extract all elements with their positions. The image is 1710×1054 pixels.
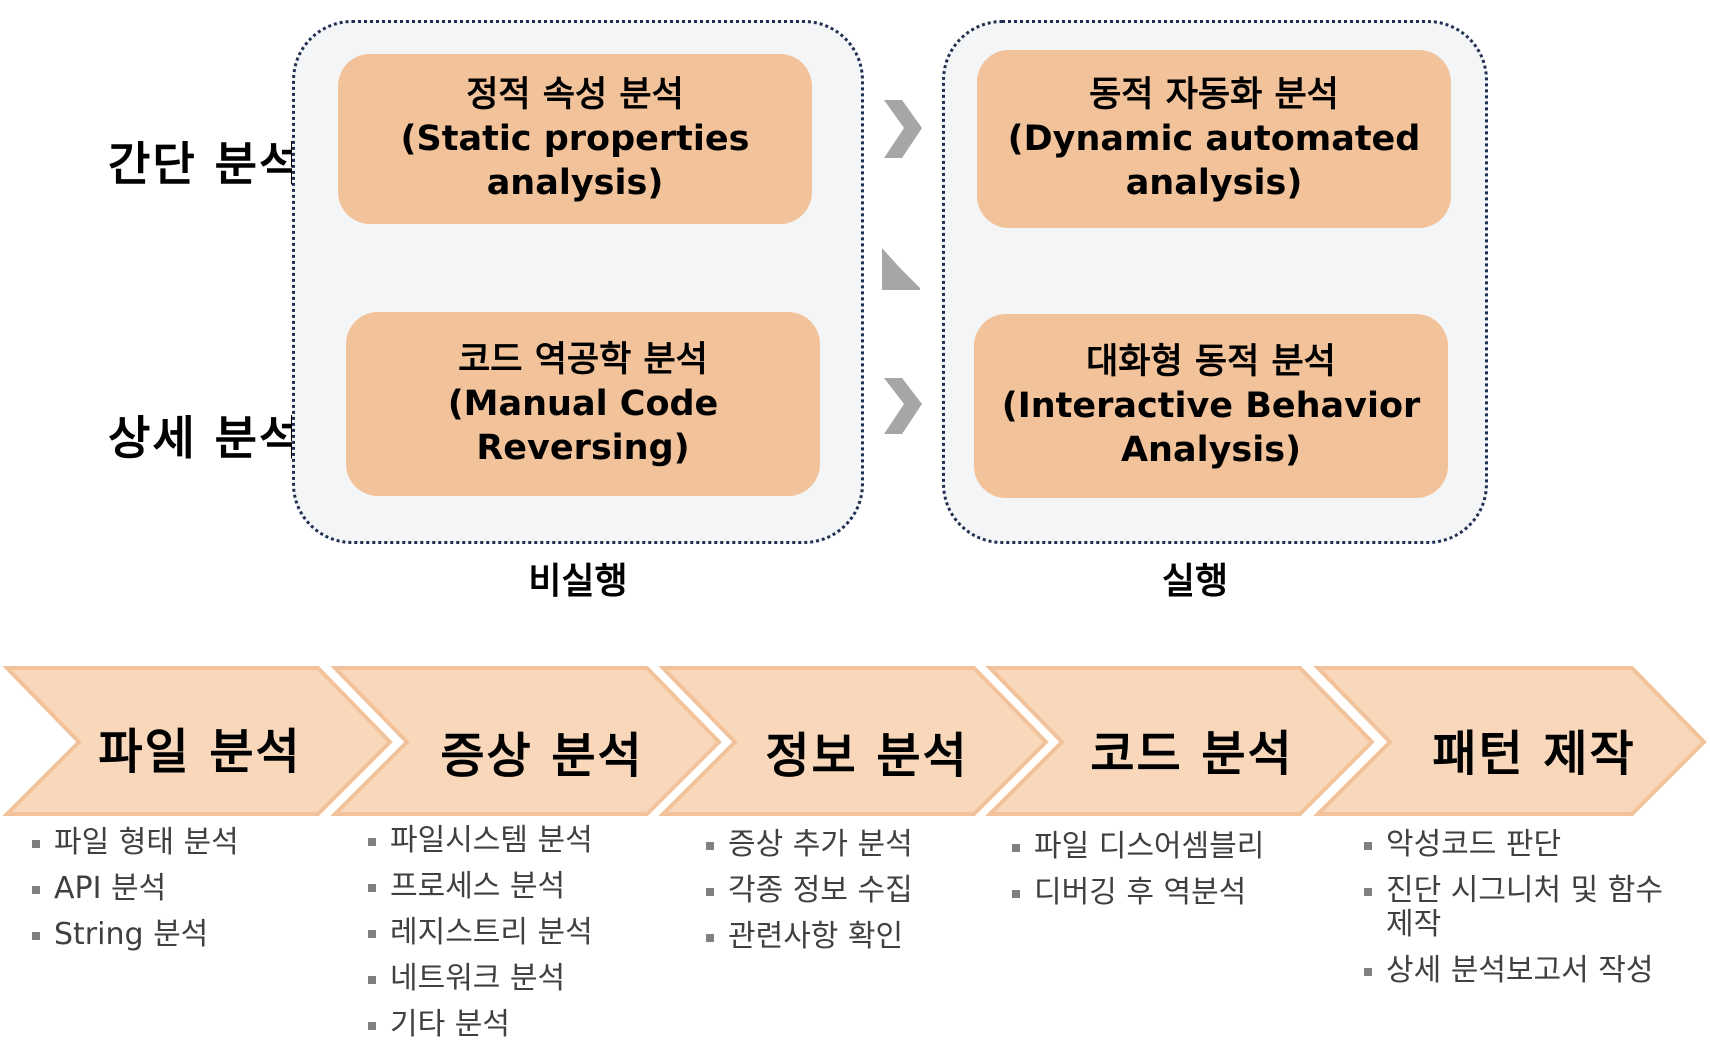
dynamic-automated-analysis-box: 동적 자동화 분석 (Dynamic automated analysis)	[977, 50, 1451, 228]
bullet-item: 프로세스 분석	[368, 870, 668, 904]
box-title: 정적 속성 분석	[466, 75, 684, 115]
box-subtitle: (Manual Code Reversing)	[447, 384, 719, 468]
box-title: 동적 자동화 분석	[1089, 75, 1339, 115]
bullet-item: 파일 형태 분석	[32, 826, 322, 860]
process-chevron-pattern-creation	[1313, 666, 1707, 816]
static-properties-analysis-box: 정적 속성 분석 (Static properties analysis)	[338, 54, 812, 224]
process-step-title: 파일 분석	[98, 724, 302, 780]
bullet-item: 관련사항 확인	[706, 920, 1006, 954]
bullet-item: 진단 시그니처 및 함수 제작	[1364, 874, 1694, 942]
bullet-item: 네트워크 분석	[368, 962, 668, 996]
code-analysis-bullets: 파일 디스어셈블리 디버깅 후 역분석	[1012, 830, 1342, 922]
box-subtitle: (Dynamic automated	[1007, 119, 1421, 159]
box-subtitle: (Static properties analysis)	[400, 119, 750, 203]
row-label-simple: 간단 분석	[108, 137, 304, 191]
bullet-item: 레지스트리 분석	[368, 916, 668, 950]
process-step-title: 코드 분석	[1090, 726, 1294, 782]
process-chevron-code-analysis	[985, 666, 1375, 816]
interactive-behavior-analysis-box: 대화형 동적 분석 (Interactive Behavior Analysis…	[974, 314, 1448, 498]
process-step-title: 증상 분석	[440, 728, 644, 784]
process-step-title: 정보 분석	[765, 728, 969, 784]
bullet-item: 디버깅 후 역분석	[1012, 876, 1342, 910]
pattern-creation-bullets: 악성코드 판단 진단 시그니처 및 함수 제작 상세 분석보고서 작성	[1364, 828, 1694, 1000]
bullet-item: 증상 추가 분석	[706, 828, 1006, 862]
box-subtitle-2: Analysis)	[1120, 430, 1302, 470]
bullet-item: 파일 디스어셈블리	[1012, 830, 1342, 864]
box-subtitle-2: analysis)	[1125, 163, 1303, 203]
execution-caption: 실행	[1161, 561, 1229, 602]
bullet-item: 파일시스템 분석	[368, 824, 668, 858]
bullet-item: String 분석	[32, 918, 322, 952]
information-analysis-bullets: 증상 추가 분석 각종 정보 수집 관련사항 확인	[706, 828, 1006, 966]
process-chevron-information-analysis	[658, 666, 1049, 816]
process-step-title: 패턴 제작	[1432, 726, 1636, 782]
bullet-item: 악성코드 판단	[1364, 828, 1694, 862]
manual-code-reversing-box: 코드 역공학 분석 (Manual Code Reversing)	[346, 312, 820, 496]
right-arrow-icon	[884, 378, 922, 434]
process-chevron-symptom-analysis	[330, 666, 722, 816]
bullet-item: API 분석	[32, 872, 322, 906]
box-title: 대화형 동적 분석	[1086, 342, 1336, 382]
process-chevron-file-analysis	[2, 666, 393, 816]
symptom-analysis-bullets: 파일시스템 분석 프로세스 분석 레지스트리 분석 네트워크 분석 기타 분석	[368, 824, 668, 1054]
non-execution-caption: 비실행	[528, 561, 628, 602]
bullet-item: 기타 분석	[368, 1008, 668, 1042]
right-arrow-icon	[884, 100, 922, 158]
box-subtitle: (Interactive Behavior	[1001, 386, 1421, 426]
row-label-detailed: 상세 분석	[108, 411, 304, 465]
bullet-item: 각종 정보 수집	[706, 874, 1006, 908]
file-analysis-bullets: 파일 형태 분석 API 분석 String 분석	[32, 826, 322, 964]
box-title: 코드 역공학 분석	[458, 340, 708, 380]
bullet-item: 상세 분석보고서 작성	[1364, 954, 1694, 988]
return-arrow-icon	[882, 248, 920, 290]
